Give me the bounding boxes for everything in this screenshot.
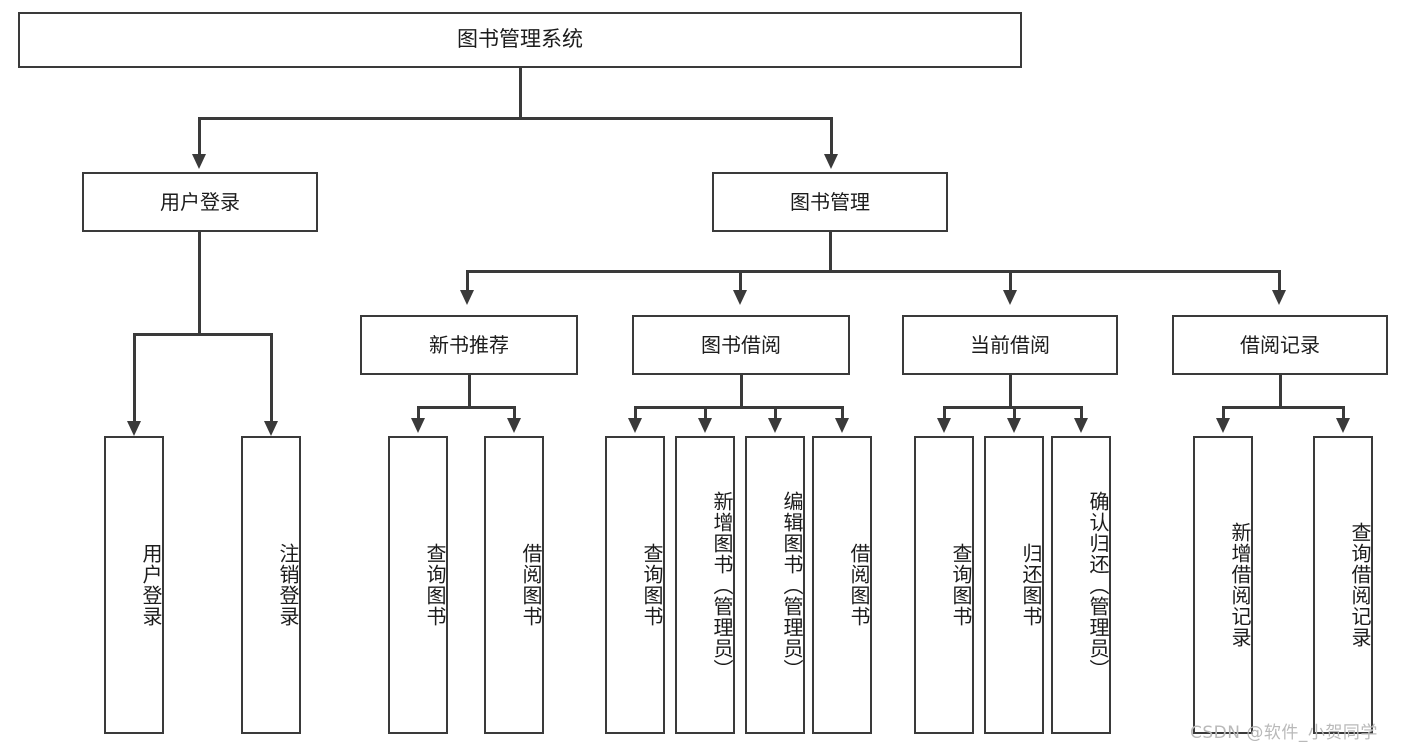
arrow-root-to-book-management	[824, 154, 838, 169]
connector-new-book-stem	[468, 375, 471, 408]
node-label: 编辑图书（管理员）	[780, 490, 804, 680]
node-book-management[interactable]: 图书管理	[712, 172, 948, 232]
connector-bm-to-book-borrow	[739, 270, 742, 290]
node-label: 用户登录	[139, 543, 163, 627]
connector-bb-to-leaf-1	[634, 406, 637, 418]
connector-root-stem	[519, 68, 522, 117]
arrow-user-login-to-leaf-2	[264, 421, 278, 436]
node-leaf-logout-login[interactable]: 注销登录	[241, 436, 301, 734]
node-leaf-borrow-book-1[interactable]: 借阅图书	[484, 436, 544, 734]
arrow-bm-to-new-book	[460, 290, 474, 305]
connector-user-login-to-leaf-2	[270, 333, 273, 421]
node-label: 用户登录	[160, 189, 240, 214]
connector-cb-to-leaf-2	[1013, 406, 1016, 418]
node-current-borrow[interactable]: 当前借阅	[902, 315, 1118, 375]
connector-br-to-leaf-2	[1342, 406, 1345, 418]
arrow-root-to-user-login	[192, 154, 206, 169]
node-leaf-query-book-1[interactable]: 查询图书	[388, 436, 448, 734]
node-label: 新书推荐	[429, 332, 509, 357]
arrow-nb-to-leaf-2	[507, 418, 521, 433]
arrow-bm-to-book-borrow	[733, 290, 747, 305]
connector-book-borrow-stem	[740, 375, 743, 408]
csdn-watermark: CSDN @软件_小贺同学	[1190, 723, 1378, 743]
connector-bm-to-borrow-record	[1278, 270, 1281, 290]
connector-root-bus	[198, 117, 832, 120]
connector-bb-to-leaf-2	[704, 406, 707, 418]
node-user-login[interactable]: 用户登录	[82, 172, 318, 232]
connector-book-borrow-bus	[634, 406, 843, 409]
connector-book-management-stem	[829, 232, 832, 272]
connector-new-book-bus	[417, 406, 515, 409]
connector-br-to-leaf-1	[1222, 406, 1225, 418]
node-leaf-return-book[interactable]: 归还图书	[984, 436, 1044, 734]
connector-borrow-record-bus	[1222, 406, 1344, 409]
node-leaf-query-book-2[interactable]: 查询图书	[605, 436, 665, 734]
node-book-borrow[interactable]: 图书借阅	[632, 315, 850, 375]
node-leaf-add-book[interactable]: 新增图书（管理员）	[675, 436, 735, 734]
node-leaf-query-book-3[interactable]: 查询图书	[914, 436, 974, 734]
arrow-cb-to-leaf-2	[1007, 418, 1021, 433]
node-label: 当前借阅	[970, 332, 1050, 357]
node-borrow-record[interactable]: 借阅记录	[1172, 315, 1388, 375]
node-new-book-recommend[interactable]: 新书推荐	[360, 315, 578, 375]
node-label: 查询图书	[640, 543, 664, 627]
node-leaf-borrow-book-2[interactable]: 借阅图书	[812, 436, 872, 734]
connector-borrow-record-stem	[1279, 375, 1282, 408]
arrow-bb-to-leaf-3	[768, 418, 782, 433]
connector-cb-to-leaf-3	[1080, 406, 1083, 418]
node-label: 确认归还（管理员）	[1086, 490, 1110, 680]
node-leaf-confirm-return[interactable]: 确认归还（管理员）	[1051, 436, 1111, 734]
connector-nb-to-leaf-1	[417, 406, 420, 418]
node-label: 新增图书（管理员）	[710, 490, 734, 680]
arrow-bm-to-borrow-record	[1272, 290, 1286, 305]
connector-nb-to-leaf-2	[513, 406, 516, 418]
node-label: 查询图书	[423, 543, 447, 627]
node-label: 借阅记录	[1240, 332, 1320, 357]
connector-root-to-user-login	[198, 117, 201, 154]
arrow-bb-to-leaf-4	[835, 418, 849, 433]
node-leaf-query-record[interactable]: 查询借阅记录	[1313, 436, 1373, 734]
connector-bm-to-current-borrow	[1009, 270, 1012, 290]
connector-bb-to-leaf-4	[841, 406, 844, 418]
arrow-br-to-leaf-1	[1216, 418, 1230, 433]
node-leaf-user-login[interactable]: 用户登录	[104, 436, 164, 734]
connector-bb-to-leaf-3	[774, 406, 777, 418]
node-label: 查询借阅记录	[1348, 522, 1372, 648]
node-label: 归还图书	[1019, 543, 1043, 627]
connector-current-borrow-stem	[1009, 375, 1012, 408]
connector-current-borrow-bus	[943, 406, 1082, 409]
node-leaf-add-record[interactable]: 新增借阅记录	[1193, 436, 1253, 734]
connector-cb-to-leaf-1	[943, 406, 946, 418]
node-label: 查询图书	[949, 543, 973, 627]
connector-bm-to-new-book	[466, 270, 469, 290]
arrow-br-to-leaf-2	[1336, 418, 1350, 433]
connector-book-management-bus	[466, 270, 1278, 273]
arrow-bm-to-current-borrow	[1003, 290, 1017, 305]
arrow-bb-to-leaf-2	[698, 418, 712, 433]
node-label: 新增借阅记录	[1228, 522, 1252, 648]
node-leaf-edit-book[interactable]: 编辑图书（管理员）	[745, 436, 805, 734]
arrow-user-login-to-leaf-1	[127, 421, 141, 436]
node-label: 借阅图书	[847, 543, 871, 627]
node-label: 图书借阅	[701, 332, 781, 357]
node-label: 借阅图书	[519, 543, 543, 627]
connector-root-to-book-management	[830, 117, 833, 154]
node-label: 图书管理	[790, 189, 870, 214]
arrow-bb-to-leaf-1	[628, 418, 642, 433]
arrow-cb-to-leaf-3	[1074, 418, 1088, 433]
node-label: 注销登录	[276, 543, 300, 627]
node-root-book-management-system[interactable]: 图书管理系统	[18, 12, 1022, 68]
arrow-cb-to-leaf-1	[937, 418, 951, 433]
node-label: 图书管理系统	[457, 27, 583, 52]
connector-user-login-bus	[133, 333, 272, 336]
connector-user-login-stem	[198, 232, 201, 335]
connector-user-login-to-leaf-1	[133, 333, 136, 421]
arrow-nb-to-leaf-1	[411, 418, 425, 433]
